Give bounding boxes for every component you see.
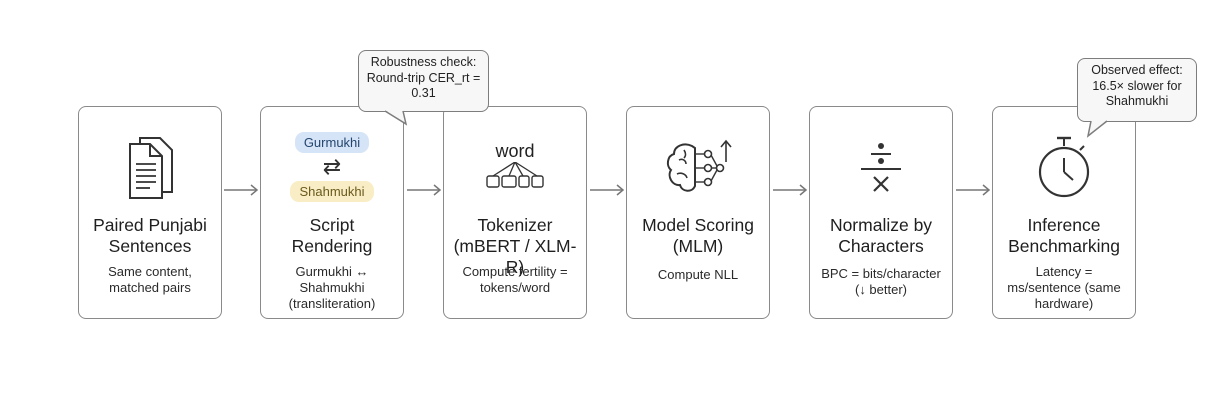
callout-observed-effect: Observed effect: 16.5× slower for Shahmu… [1077, 58, 1197, 122]
arrow-right-icon [590, 184, 625, 196]
callout-tail [1086, 120, 1108, 138]
brain-network-icon [627, 119, 769, 214]
arrow-right-icon [407, 184, 442, 196]
division-icon [810, 119, 952, 214]
callout-text: Robustness check: Round-trip CER_rt = 0.… [366, 55, 481, 100]
arrow-right-icon [773, 184, 808, 196]
step-title: Model Scoring (MLM) [642, 215, 754, 256]
callout-robustness-check: Robustness check: Round-trip CER_rt = 0.… [358, 50, 489, 112]
step-subtitle: BPC = bits/character (↓ better) [821, 266, 941, 297]
document-stack-icon [79, 119, 221, 214]
tokenizer-icon: word [444, 119, 586, 214]
callout-text: Observed effect: 16.5× slower for Shahmu… [1091, 63, 1183, 108]
step-subtitle: Same content, matched pairs [108, 264, 192, 295]
step-card-paired-sentences: Paired Punjabi Sentences Same content, m… [78, 106, 222, 319]
stopwatch-icon [993, 119, 1135, 214]
swap-arrows-icon: ⇄ [322, 153, 342, 179]
step-subtitle: Latency = ms/sentence (same hardware) [1007, 264, 1121, 311]
step-title: Inference Benchmarking [1008, 215, 1120, 256]
arrow-right-icon [224, 184, 259, 196]
step-card-script-rendering: Gurmukhi ⇄ Shahmukhi Script Rendering Gu… [260, 106, 404, 319]
token-split-icon [486, 162, 544, 188]
gurmukhi-pill: Gurmukhi [294, 131, 370, 153]
step-title: Script Rendering [291, 215, 373, 256]
step-title: Paired Punjabi Sentences [93, 215, 207, 256]
arrow-right-icon [956, 184, 991, 196]
script-swap-icon: Gurmukhi ⇄ Shahmukhi [261, 119, 403, 214]
step-card-normalize: Normalize by Characters BPC = bits/chara… [809, 106, 953, 319]
shahmukhi-pill: Shahmukhi [290, 180, 374, 202]
step-card-inference-benchmarking: Inference Benchmarking Latency = ms/sent… [992, 106, 1136, 319]
step-card-tokenizer: word Tokenizer (mBERT / XLM-R) Compute f… [443, 106, 587, 319]
step-subtitle: Compute NLL [657, 267, 739, 282]
step-card-model-scoring: Model Scoring (MLM) Compute NLL [626, 106, 770, 319]
token-word-label: word [495, 141, 535, 161]
step-subtitle: Gurmukhi ↔ Shahmukhi (transliteration) [288, 264, 376, 311]
step-title: Tokenizer (mBERT / XLM-R) [453, 215, 577, 277]
step-title: Normalize by Characters [829, 215, 933, 256]
callout-tail [385, 110, 408, 126]
step-subtitle: Compute fertility = tokens/word [462, 264, 568, 295]
